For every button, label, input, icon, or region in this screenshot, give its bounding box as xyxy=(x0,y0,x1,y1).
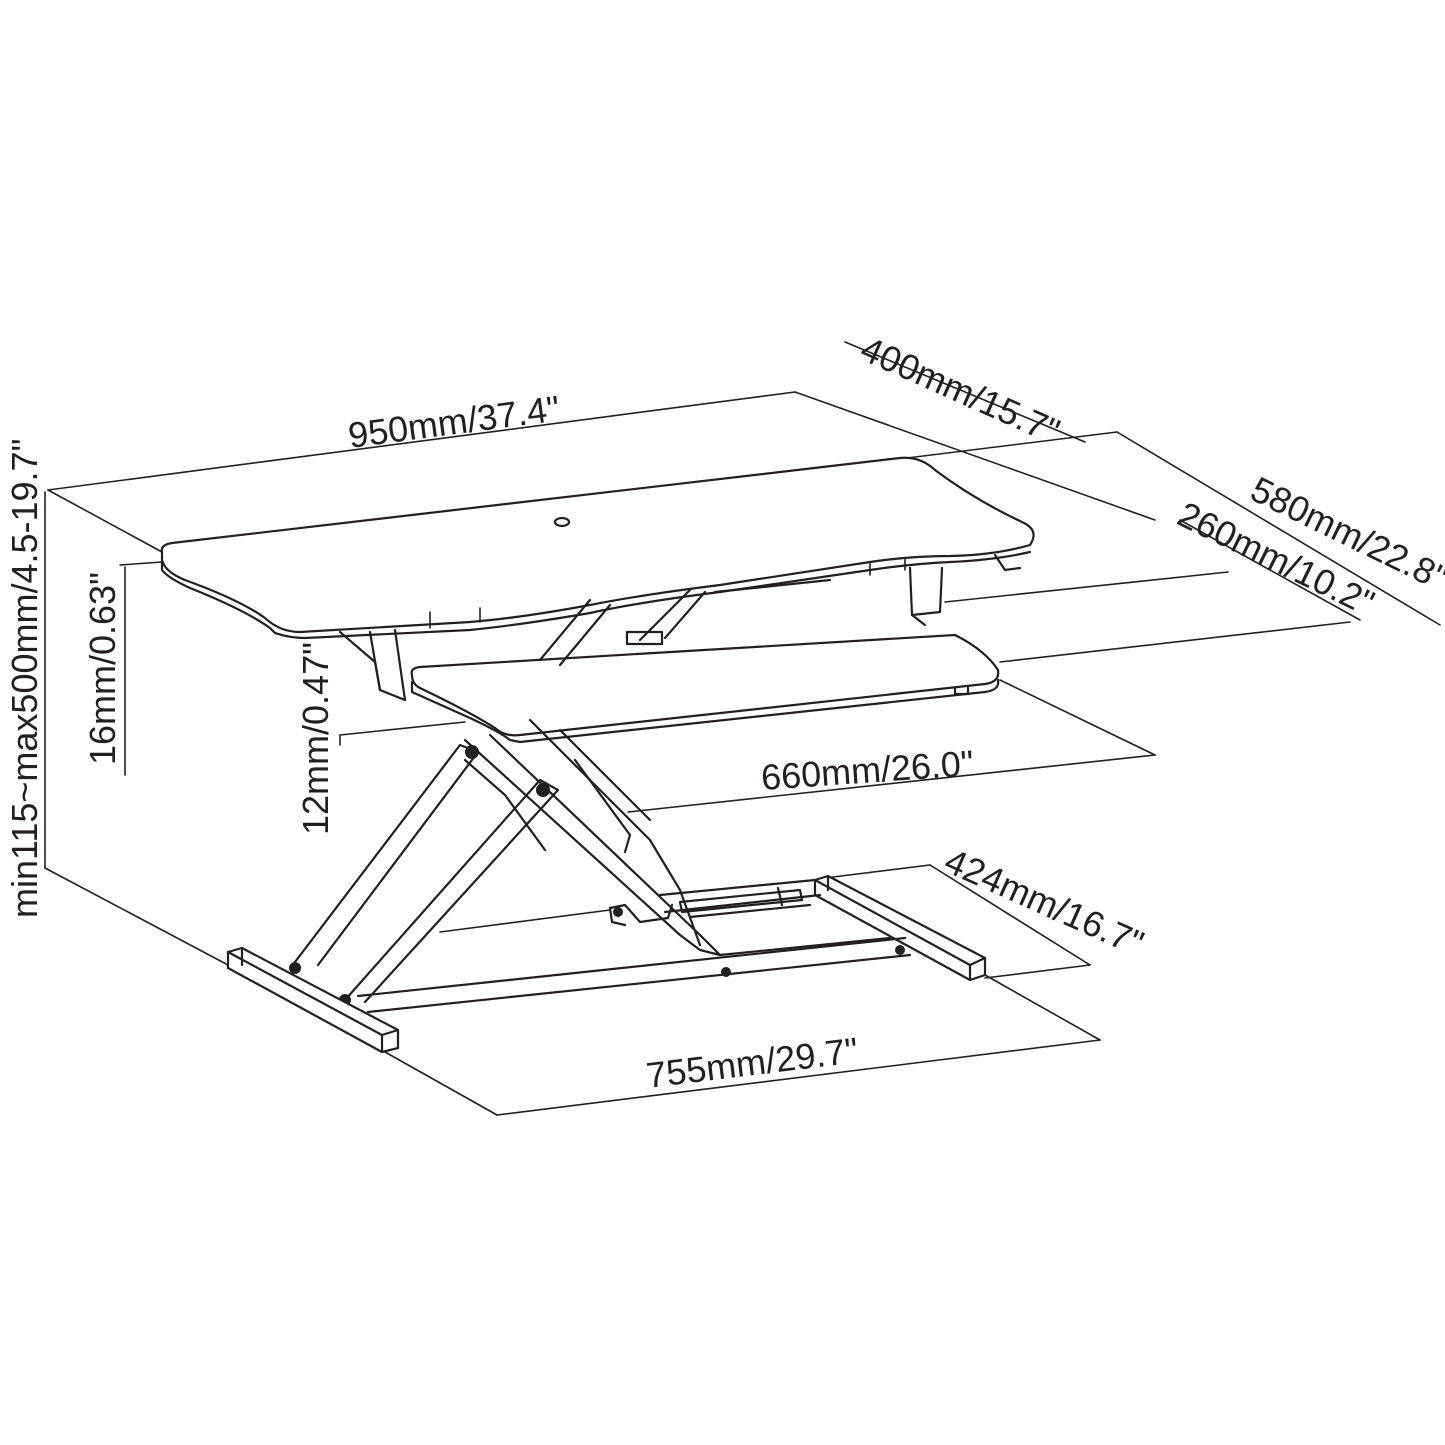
desk-top xyxy=(160,456,1035,640)
label-height-range: min115~max500mm/4.5-19.7" xyxy=(4,439,45,918)
label-keyboard-width: 660mm/26.0" xyxy=(760,742,975,798)
label-base-width: 755mm/29.7" xyxy=(644,1029,860,1096)
base-frame xyxy=(226,874,987,1054)
dimension-lines xyxy=(44,341,1441,1116)
label-top-thickness: 16mm/0.63" xyxy=(82,572,123,765)
upper-frame xyxy=(338,566,944,702)
keyboard-tray xyxy=(410,633,1000,744)
label-top-depth: 400mm/15.7" xyxy=(855,328,1066,452)
label-top-width: 950mm/37.4" xyxy=(346,387,562,455)
label-keyboard-thickness: 12mm/0.47" xyxy=(295,642,336,835)
scissor-legs xyxy=(293,718,722,1004)
label-base-depth: 424mm/16.7" xyxy=(939,840,1150,964)
